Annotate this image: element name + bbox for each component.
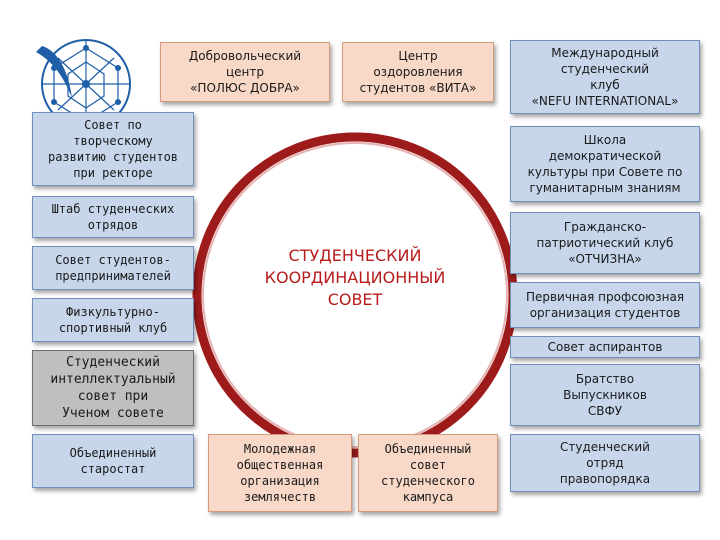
org-box-zemlyachestva: Молодежная общественная организация земл…: [208, 434, 352, 512]
center-title: СТУДЕНЧЕСКИЙ КООРДИНАЦИОННЫЙ СОВЕТ: [264, 246, 446, 309]
org-box-student-squads-hq: Штаб студенческих отрядов: [32, 196, 194, 238]
org-box-nefu-international: Международный студенческий клуб «NEFU IN…: [510, 40, 700, 114]
org-box-united-starostat: Объединенный старостат: [32, 434, 194, 488]
org-box-trade-union: Первичная профсоюзная организация студен…: [510, 282, 700, 328]
org-box-democratic-culture-school: Школа демократической культуры при Совет…: [510, 126, 700, 202]
org-box-creative-council: Совет по творческому развитию студентов …: [32, 112, 194, 186]
org-box-law-order-squad: Студенческий отряд правопорядка: [510, 434, 700, 492]
org-box-intellectual-council: Студенческий интеллектуальный совет при …: [32, 350, 194, 426]
org-box-otchizna-club: Гражданско- патриотический клуб «ОТЧИЗНА…: [510, 212, 700, 274]
org-box-polus-dobra: Добровольческий центр «ПОЛЮС ДОБРА»: [160, 42, 330, 102]
org-box-alumni-brotherhood: Братство Выпускников СВФУ: [510, 364, 700, 426]
org-box-vita: Центр оздоровления студентов «ВИТА»: [342, 42, 494, 102]
org-box-campus-council: Объединенный совет студенческого кампуса: [358, 434, 498, 512]
org-box-entrepreneurs-council: Совет студентов- предпринимателей: [32, 246, 194, 290]
central-circle: [192, 132, 518, 458]
org-box-postgrad-council: Совет аспирантов: [510, 336, 700, 358]
org-box-sports-club: Физкультурно- спортивный клуб: [32, 298, 194, 342]
